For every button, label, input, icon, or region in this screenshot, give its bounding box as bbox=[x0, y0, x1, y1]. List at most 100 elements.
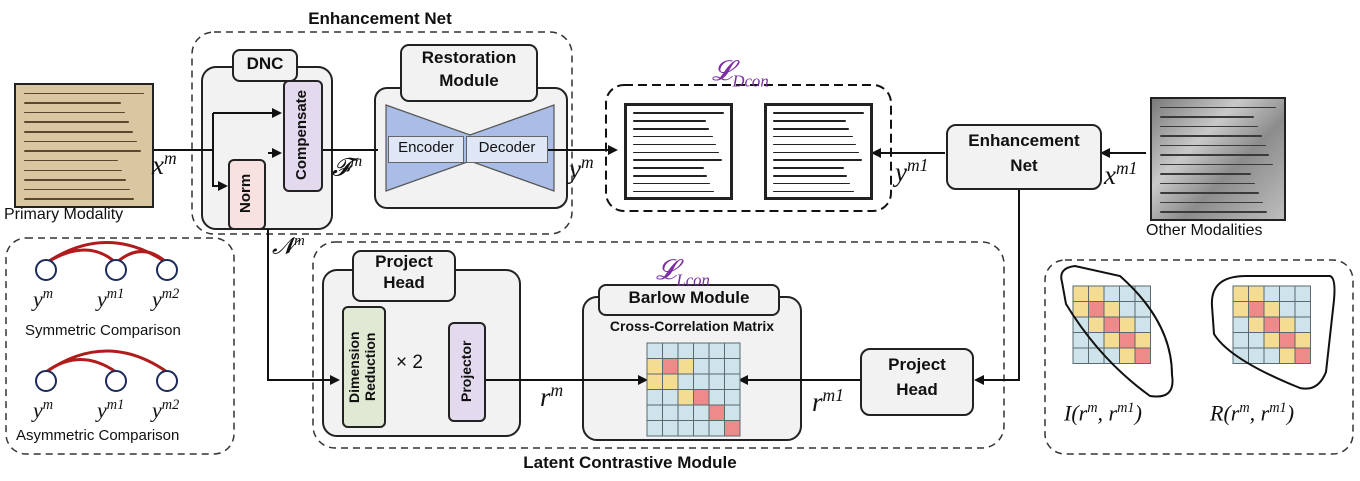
cross-correlation-title: Cross-Correlation Matrix bbox=[609, 318, 775, 334]
matrix-cell bbox=[708, 389, 725, 406]
project-head-tab bbox=[352, 250, 456, 302]
matrix-cell bbox=[646, 342, 663, 359]
dnc-tab bbox=[232, 49, 298, 82]
handwriting-line bbox=[773, 151, 859, 154]
dimension-reduction-line2: Reduction bbox=[362, 332, 378, 402]
r-m-label: rm bbox=[540, 380, 563, 413]
sym-node-1 bbox=[35, 259, 57, 281]
handwriting-line bbox=[1159, 144, 1266, 147]
other-modality-image bbox=[1150, 97, 1286, 221]
math-superscript: m2 bbox=[161, 286, 180, 302]
project-head-title-line1: Project bbox=[375, 252, 433, 271]
i-func-r: r bbox=[1108, 400, 1118, 426]
i-func-sup2: m1 bbox=[1117, 400, 1135, 416]
handwriting-line bbox=[1159, 125, 1258, 128]
handwriting-line bbox=[24, 121, 129, 124]
matrix-cell bbox=[646, 420, 663, 437]
matrix-cell bbox=[724, 358, 741, 375]
restoration-tab bbox=[400, 44, 538, 102]
enhancement-net-right-box bbox=[946, 124, 1102, 190]
matrix-cell bbox=[1263, 316, 1280, 333]
comparison-panel bbox=[5, 237, 235, 455]
matrix-cell bbox=[1103, 347, 1120, 364]
handwriting-line bbox=[1159, 116, 1254, 118]
enhancement-net-container bbox=[191, 31, 573, 235]
matrix-cell bbox=[1088, 285, 1105, 302]
handwriting-line bbox=[24, 140, 138, 143]
math-subscript: Dcon bbox=[732, 71, 769, 91]
math-base: y bbox=[895, 157, 907, 187]
y-m-label: ym bbox=[569, 152, 594, 185]
math-superscript: m bbox=[163, 148, 177, 168]
matrix-cell bbox=[662, 389, 679, 406]
norm-label: Norm bbox=[237, 173, 254, 214]
projector-block bbox=[448, 322, 486, 422]
project-head-right-line2: Head bbox=[896, 380, 938, 399]
handwriting-line bbox=[1159, 182, 1255, 185]
norm-block bbox=[228, 159, 266, 230]
matrix-cell bbox=[1134, 301, 1151, 318]
matrix-cell bbox=[724, 404, 741, 421]
matrix-cell bbox=[646, 358, 663, 375]
matrix-i bbox=[1072, 285, 1151, 364]
loss-dcon-label: 𝓛Dcon bbox=[712, 56, 769, 92]
matrix-cell bbox=[662, 404, 679, 421]
F-m-label: 𝓕m bbox=[332, 152, 362, 182]
loss-lcon-label: 𝓛Lcon bbox=[656, 255, 710, 291]
matrix-cell bbox=[724, 420, 741, 437]
enhancement-net-right-line1: Enhancement bbox=[968, 131, 1080, 150]
math-superscript: m bbox=[42, 397, 54, 413]
y-m1-label: ym1 bbox=[895, 155, 928, 188]
sym-y-m2: ym2 bbox=[152, 286, 179, 312]
matrix-cell bbox=[708, 420, 725, 437]
matrix-cell bbox=[1263, 347, 1280, 364]
math-base: y bbox=[569, 154, 581, 184]
matrix-cell bbox=[708, 358, 725, 375]
handwriting-line bbox=[24, 111, 125, 114]
handwriting-line bbox=[773, 159, 862, 161]
loop-i-diagonal bbox=[1060, 264, 1174, 398]
matrix-cell bbox=[662, 342, 679, 359]
r-func-sup2: m1 bbox=[1269, 400, 1287, 416]
matrix-cell bbox=[1279, 285, 1296, 302]
sym-y-m1: ym1 bbox=[97, 286, 124, 312]
math-base: y bbox=[152, 397, 162, 423]
handwriting-line bbox=[1159, 163, 1274, 166]
other-modalities-caption: Other Modalities bbox=[1146, 222, 1263, 239]
matrix-cell bbox=[693, 389, 710, 406]
matrix-cell bbox=[1103, 285, 1120, 302]
handwriting-line bbox=[1159, 201, 1263, 204]
handwriting-line bbox=[24, 92, 144, 95]
i-func-sup1: m bbox=[1087, 400, 1098, 416]
matrix-cell bbox=[708, 342, 725, 359]
matrix-cell bbox=[1134, 316, 1151, 333]
matrix-cell bbox=[1232, 332, 1249, 349]
matrix-cell bbox=[646, 404, 663, 421]
asym-node-2 bbox=[105, 370, 127, 392]
matrix-cell bbox=[1294, 347, 1311, 364]
matrix-cell bbox=[1279, 316, 1296, 333]
math-base: 𝓝 bbox=[272, 233, 295, 259]
math-base: r bbox=[812, 387, 823, 417]
math-superscript: m1 bbox=[822, 385, 844, 405]
sym-node-2 bbox=[105, 259, 127, 281]
matrix-cell bbox=[662, 373, 679, 390]
math-base: x bbox=[152, 150, 164, 180]
matrix-cell bbox=[1232, 301, 1249, 318]
matrix-cell bbox=[1119, 347, 1136, 364]
math-base: y bbox=[33, 397, 43, 423]
matrix-cell bbox=[1119, 301, 1136, 318]
matrix-cell bbox=[1134, 332, 1151, 349]
math-base: 𝓕 bbox=[332, 154, 351, 182]
math-superscript: m1 bbox=[1115, 158, 1138, 178]
matrix-cell bbox=[1294, 285, 1311, 302]
handwriting-line bbox=[633, 167, 705, 169]
handwriting-line bbox=[773, 167, 845, 169]
matrix-cell bbox=[662, 358, 679, 375]
handwriting-line bbox=[24, 179, 127, 181]
handwriting-line bbox=[1159, 192, 1259, 194]
matrix-cell bbox=[677, 358, 694, 375]
matrix-cell bbox=[1248, 332, 1265, 349]
handwriting-line bbox=[1159, 154, 1270, 156]
i-function-prefix: I(r bbox=[1064, 400, 1088, 426]
